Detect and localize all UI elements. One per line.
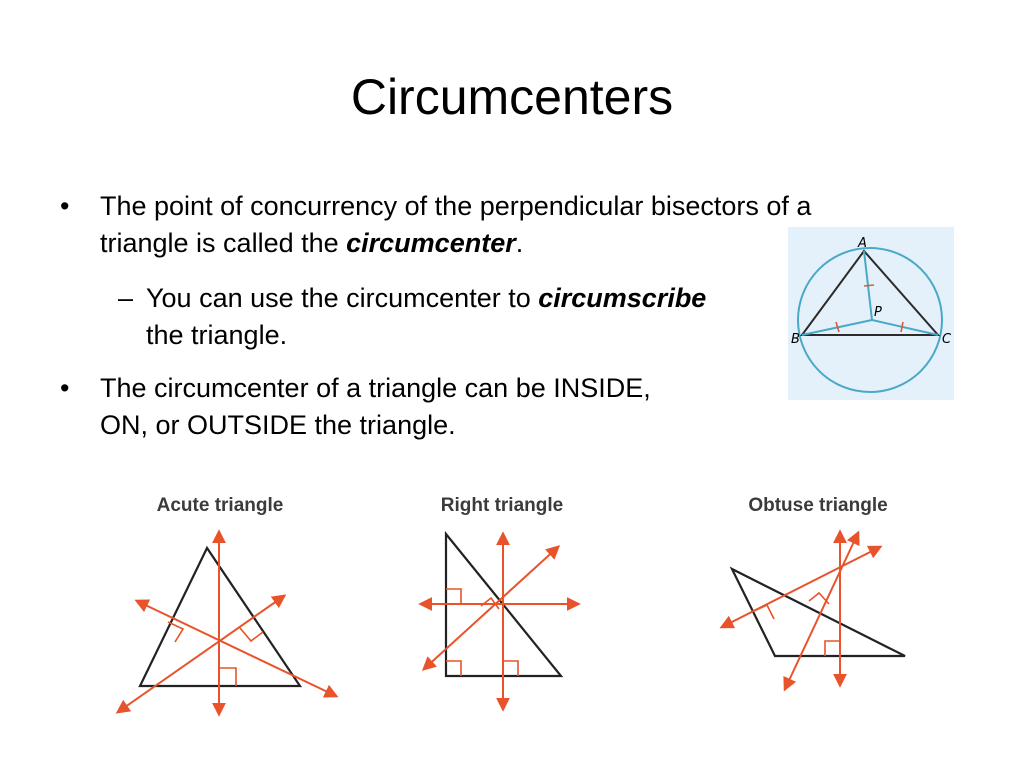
acute-triangle-diagram [115, 529, 339, 717]
sub-bullet: – You can use the circumcenter to circum… [118, 280, 706, 354]
bullet-marker: • [60, 191, 70, 221]
acute-triangle-label: Acute triangle [156, 495, 284, 516]
bullet-marker: • [60, 373, 70, 403]
tick-mark [863, 284, 875, 287]
sub-bullet-line-1-prefix: You can use the circumcenter to [146, 283, 539, 313]
obtuse-triangle-label: Obtuse triangle [748, 495, 888, 516]
bullet-1-line-2-suffix: . [515, 228, 524, 258]
term-circumcenter: circumcenter [346, 228, 516, 258]
bullet-2-line-2: ON, or OUTSIDE the triangle. [100, 410, 456, 440]
sub-bullet-line-1: You can use the circumcenter to circumsc… [146, 280, 706, 317]
label-b: B [791, 332, 800, 347]
right-angle-mark [446, 588, 462, 604]
slide-title: Circumcenters [350, 69, 674, 125]
bisector-line [134, 599, 339, 698]
right-angle-mark [753, 603, 775, 620]
bullet-1-line-1: The point of concurrency of the perpendi… [100, 191, 812, 221]
right-triangle-diagram [418, 530, 581, 712]
bisector-line [719, 545, 883, 629]
obtuse-triangle [729, 566, 906, 658]
right-triangle-label: Right triangle [440, 495, 564, 516]
right-angle-mark [167, 621, 185, 643]
bisector-line [115, 594, 287, 714]
bullet-1-line-2: triangle is called the circumcenter. [100, 225, 811, 262]
right-angle-mark [503, 660, 519, 676]
inscribed-triangle [800, 249, 941, 336]
label-c: C [942, 332, 952, 347]
bullet-1-line-2-prefix: triangle is called the [100, 228, 347, 258]
label-a: A [857, 236, 867, 251]
segment-pc [871, 319, 939, 336]
bullet-1: • The point of concurrency of the perpen… [60, 188, 812, 262]
sub-bullet-line-2: the triangle. [146, 320, 288, 350]
right-angle-mark [480, 596, 500, 610]
circumscribed-circle [797, 247, 943, 393]
label-p: P [874, 305, 882, 320]
sub-bullet-marker: – [118, 283, 134, 313]
right-angle-mark [808, 591, 830, 605]
tick-mark [835, 321, 840, 333]
bisector-line [783, 530, 860, 692]
term-circumscribe: circumscribe [538, 283, 707, 313]
right-angle-mark [239, 627, 264, 643]
right-angle-mark [824, 640, 840, 656]
obtuse-triangle-diagram [719, 529, 906, 692]
bisector-line [421, 545, 561, 671]
tick-mark [900, 321, 904, 333]
bullet-2: • The circumcenter of a triangle can be … [60, 370, 651, 444]
right-angle-mark [219, 667, 237, 686]
right-angle-mark [446, 660, 462, 676]
bullet-2-line-1: The circumcenter of a triangle can be IN… [100, 373, 651, 403]
